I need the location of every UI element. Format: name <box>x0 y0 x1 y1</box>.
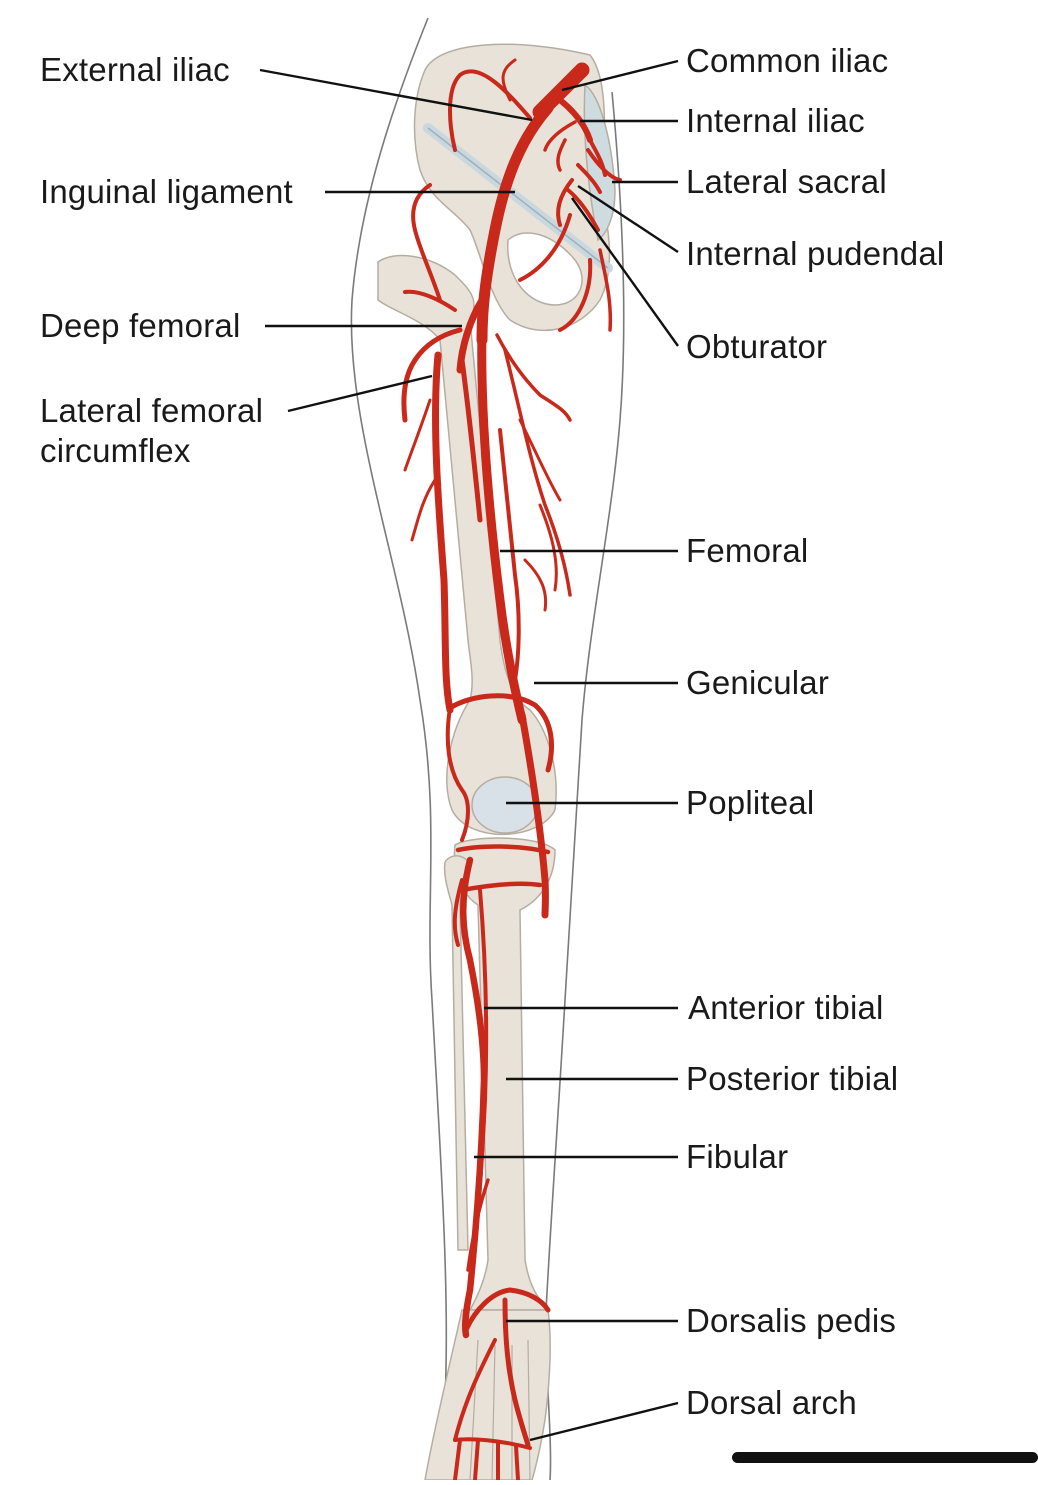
foot-bones <box>424 1309 551 1481</box>
label-anterior-tibial: Anterior tibial <box>688 989 884 1026</box>
leader-dorsal-arch <box>529 1401 679 1442</box>
leader-lateral-femoral-circumflex <box>287 374 433 413</box>
label-fibular: Fibular <box>686 1138 789 1175</box>
label-common-iliac: Common iliac <box>686 42 889 79</box>
label-internal-pudendal: Internal pudendal <box>686 235 945 272</box>
leader-internal-pudendal <box>577 184 679 254</box>
label-inguinal-ligament: Inguinal ligament <box>40 173 293 210</box>
leader-external-iliac <box>259 68 533 122</box>
label-external-iliac: External iliac <box>40 51 230 88</box>
obturator-foramen <box>507 232 583 306</box>
label-obturator: Obturator <box>686 328 828 365</box>
label-femoral: Femoral <box>686 532 809 569</box>
label-lateral-sacral: Lateral sacral <box>686 163 887 200</box>
femoral-artery <box>477 325 527 725</box>
leader-obturator <box>571 197 679 347</box>
arteries <box>401 58 622 1482</box>
label-lateral-femoral-circumflex-line2: circumflex <box>40 432 191 469</box>
home-indicator-bar[interactable] <box>732 1452 1038 1463</box>
external-iliac-artery <box>476 102 554 346</box>
label-popliteal: Popliteal <box>686 784 815 821</box>
dorsalis-pedis-artery <box>463 1287 551 1333</box>
label-posterior-tibial: Posterior tibial <box>686 1060 899 1097</box>
leader-lines <box>259 59 679 1442</box>
popliteal-artery <box>518 711 549 919</box>
internal-iliac-artery <box>557 97 593 143</box>
patella <box>471 776 539 834</box>
label-deep-femoral: Deep femoral <box>40 307 241 344</box>
leader-common-iliac <box>561 59 679 92</box>
label-genicular: Genicular <box>686 664 830 701</box>
label-dorsal-arch: Dorsal arch <box>686 1384 857 1421</box>
label-dorsalis-pedis: Dorsalis pedis <box>686 1302 897 1339</box>
label-lateral-femoral-circumflex-line1: Lateral femoral <box>40 392 264 429</box>
lateral-femoral-circumflex-artery <box>432 351 454 714</box>
dorsal-arch-artery <box>453 1437 532 1482</box>
label-internal-iliac: Internal iliac <box>686 102 865 139</box>
genicular-artery <box>447 693 555 773</box>
tibia <box>453 837 556 1311</box>
